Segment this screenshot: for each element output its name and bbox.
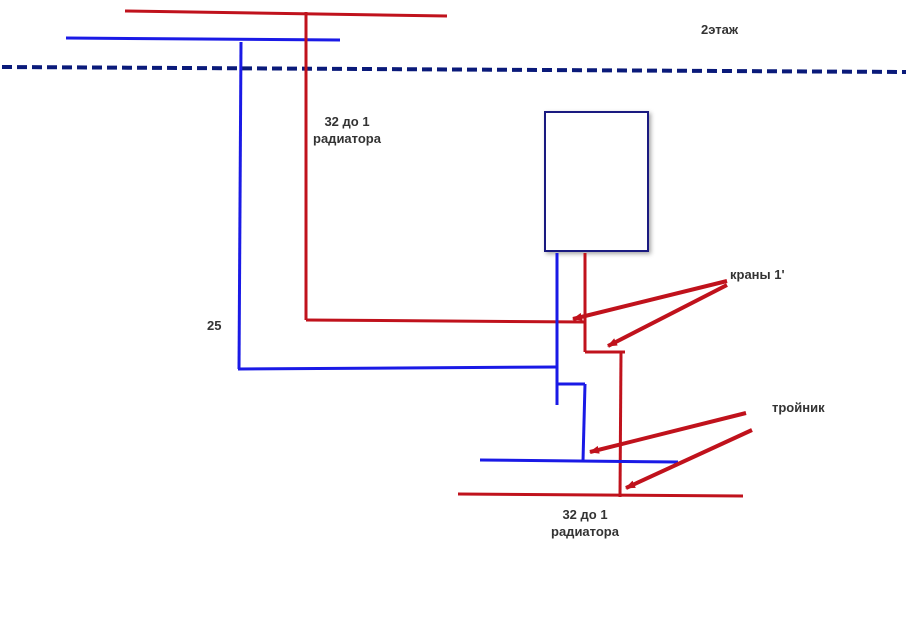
- cold-horizontal-run: [237, 365, 558, 371]
- floor-label: 2этаж: [701, 22, 739, 37]
- cold-jog-vertical: [581, 383, 587, 462]
- cold-pipe-size-label: 25: [207, 318, 222, 333]
- lower-cold-pipe: [479, 458, 679, 464]
- valve-arrow-upper: [572, 279, 728, 321]
- tee-label: тройник: [772, 400, 825, 415]
- valves-label: краны 1': [730, 267, 785, 282]
- boiler-unit: [544, 111, 649, 252]
- lower-hot-pipe: [457, 492, 744, 498]
- upper-cold-pipe: [65, 36, 341, 42]
- upper-pipe-label-line1: 32 до 1: [324, 114, 370, 129]
- cold-riser: [237, 41, 243, 370]
- tee-arrow-lower: [625, 428, 753, 490]
- upper-pipe-label-line2: радиатора: [313, 131, 381, 146]
- upper-pipe-label: 32 до 1 радиатора: [305, 113, 389, 147]
- valve-arrow-lower: [607, 283, 728, 348]
- lower-pipe-label: 32 до 1 радиатора: [543, 506, 627, 540]
- hot-horizontal-run: [305, 318, 586, 324]
- upper-hot-pipe: [124, 9, 448, 18]
- tee-arrow-upper: [589, 411, 747, 454]
- lower-pipe-label-line1: 32 до 1: [562, 507, 608, 522]
- hot-jog-vertical: [618, 351, 623, 498]
- floor-separator-line: [1, 65, 907, 74]
- lower-pipe-label-line2: радиатора: [551, 524, 619, 539]
